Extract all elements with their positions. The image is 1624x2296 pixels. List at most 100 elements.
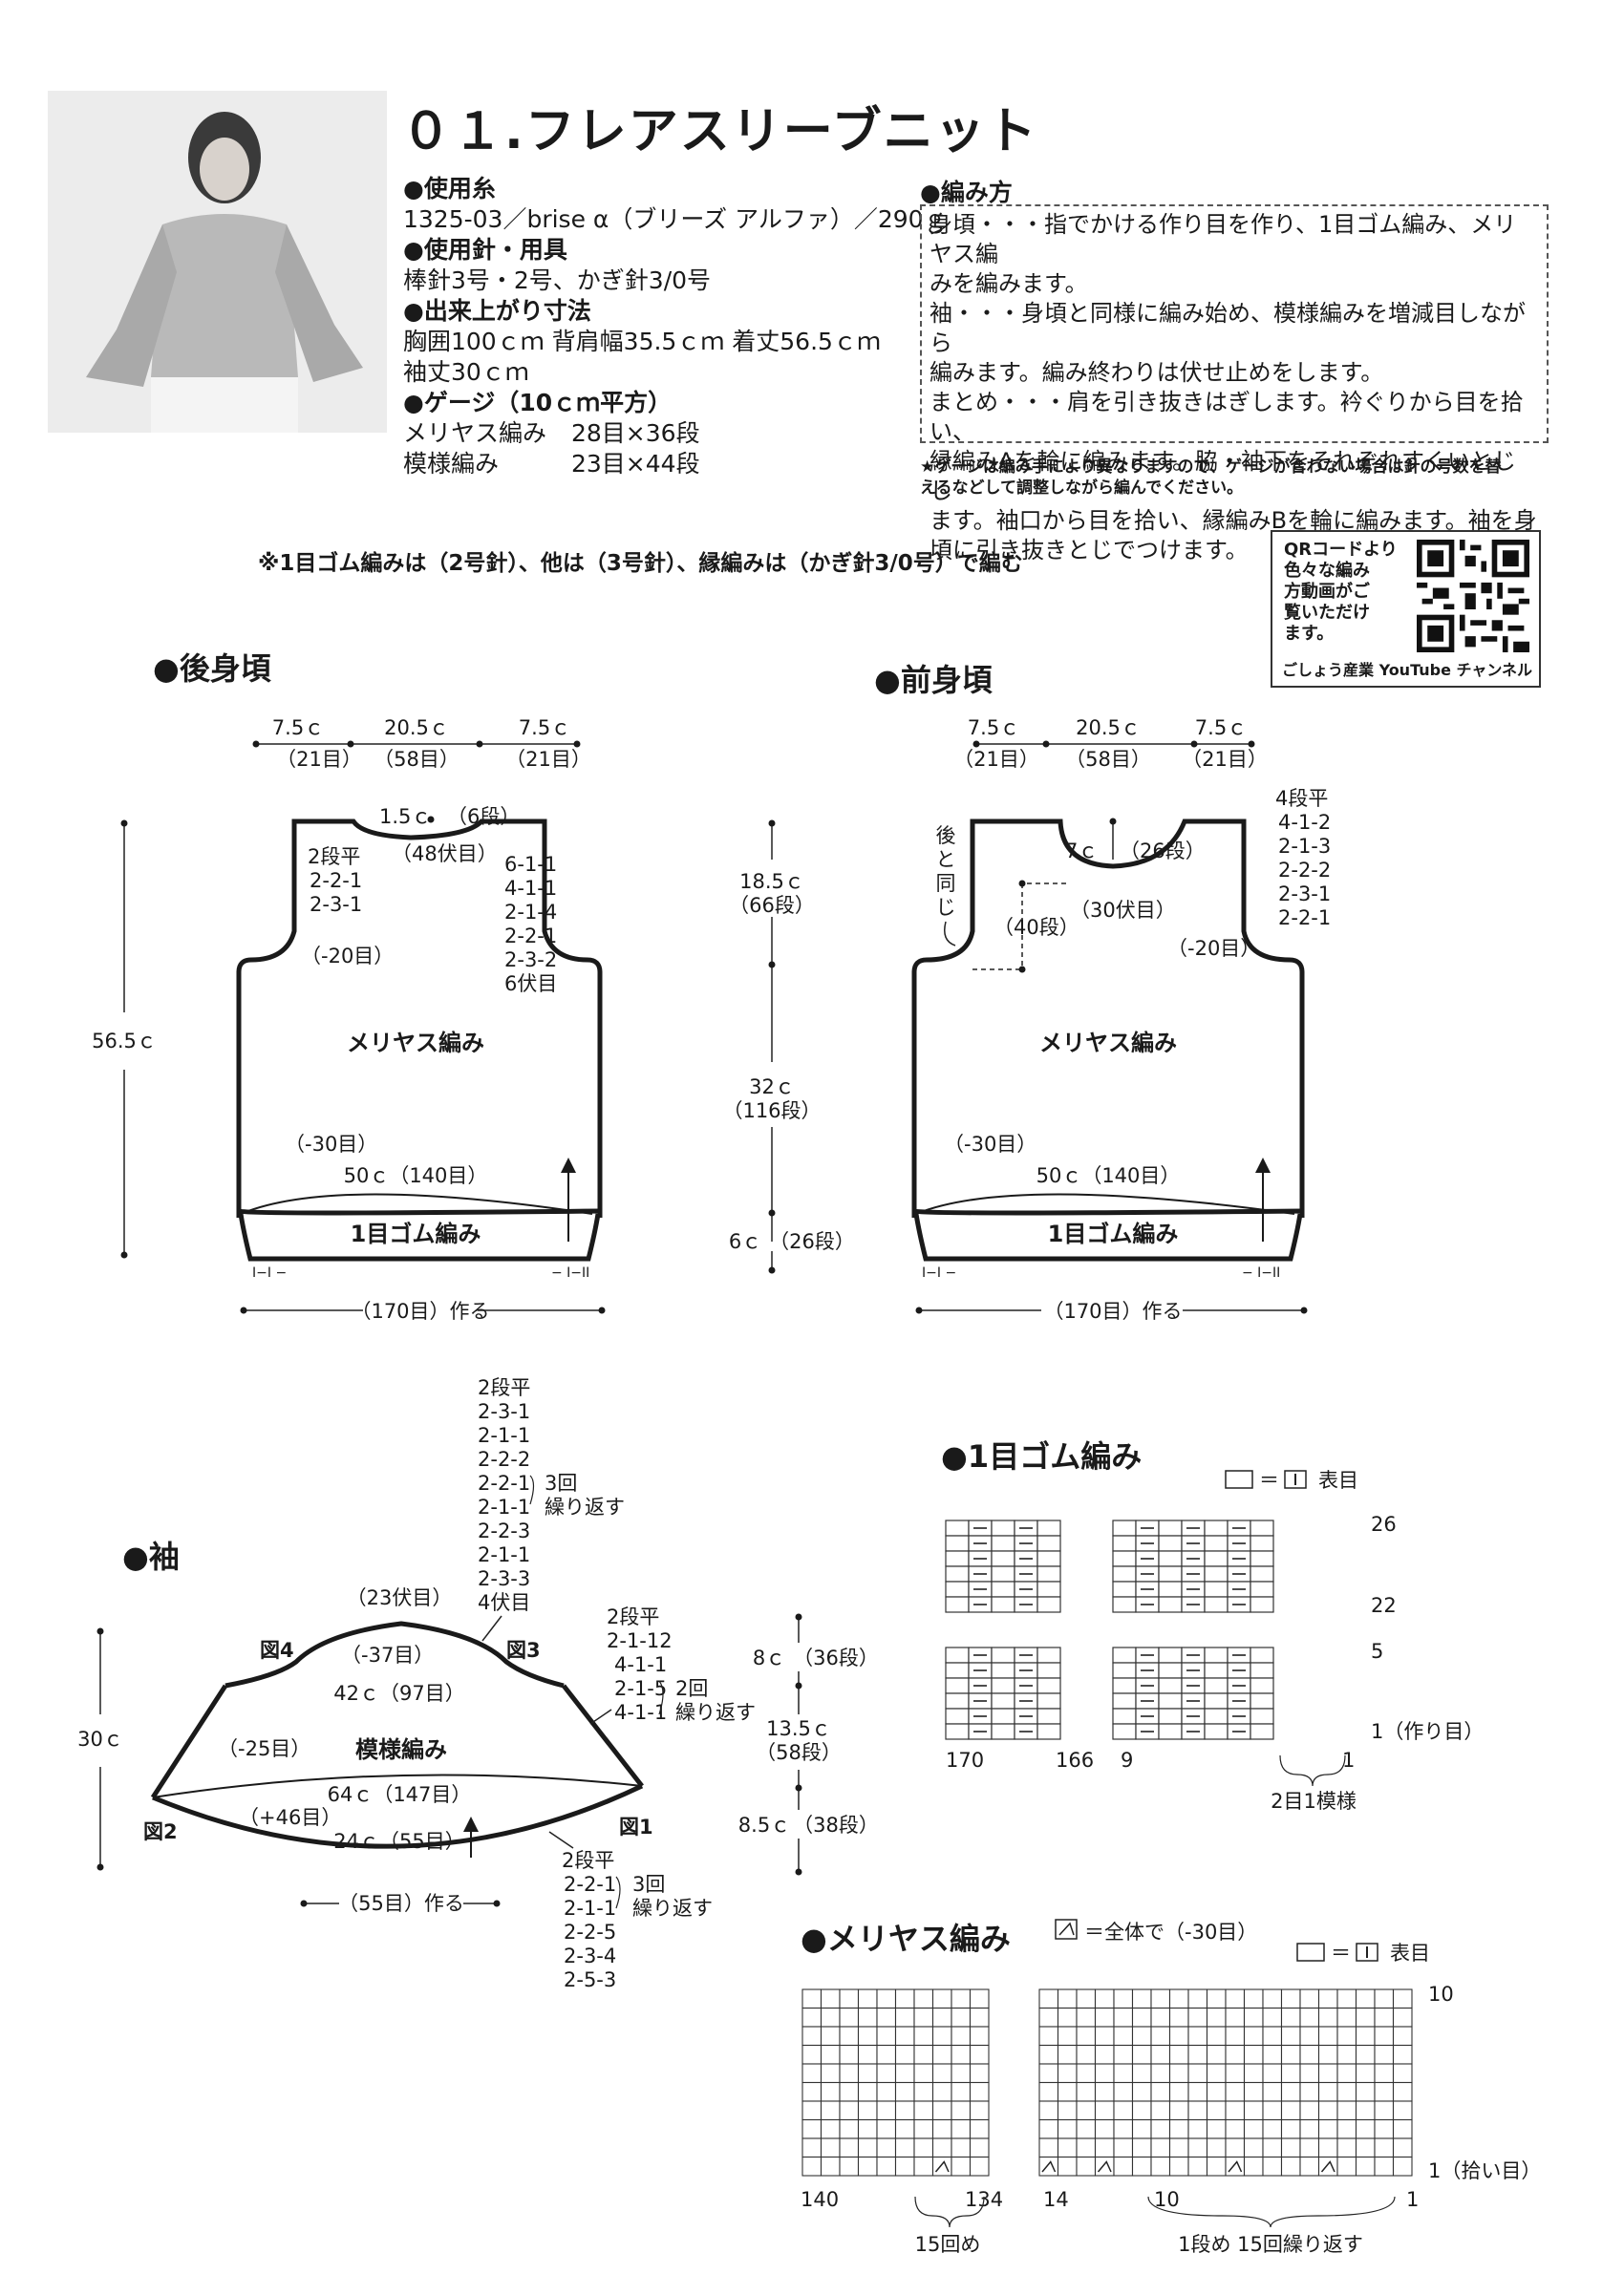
st-cell — [1187, 2081, 1208, 2102]
back-right-dec: 2-2-1 — [504, 925, 557, 947]
needle-value: 棒針3号・2号、かぎ針3/0号 — [403, 266, 712, 294]
st-col-14: 14 — [1043, 2188, 1069, 2211]
st-cell — [1187, 2026, 1208, 2047]
st-cell — [1076, 2100, 1097, 2121]
st-cell — [969, 2156, 990, 2177]
st-cell — [1094, 2137, 1115, 2158]
st-cell — [1355, 2081, 1376, 2102]
back-left-dec: 2段平 — [308, 845, 360, 868]
st-cell — [894, 2100, 915, 2121]
st-cell — [913, 2100, 934, 2121]
st-cell — [1336, 2044, 1357, 2065]
st-cell — [1317, 2044, 1338, 2065]
st-cell — [820, 2044, 841, 2065]
sleeve-cap-dec: 2段平 — [478, 1376, 530, 1399]
st-cell — [857, 2081, 878, 2102]
st-cell — [857, 2063, 878, 2084]
st-cell — [1094, 2156, 1115, 2177]
st-cell — [1299, 2100, 1320, 2121]
sleeve-bottom-dec: 2段平 — [562, 1849, 614, 1872]
front-top-right-st: （21目） — [1182, 748, 1268, 771]
st-cell — [1168, 2118, 1189, 2139]
decrease-symbol-icon — [1228, 2160, 1243, 2173]
st-cell — [1076, 2118, 1097, 2139]
st-cell — [1317, 2156, 1338, 2177]
front-width: 50ｃ（140目） — [1036, 1164, 1181, 1187]
st-cell — [1038, 2007, 1059, 2028]
st-cell — [1317, 2007, 1338, 2028]
st-cell — [1262, 2007, 1283, 2028]
st-cell — [1168, 2081, 1189, 2102]
st-cell — [931, 2026, 952, 2047]
st-cell — [1094, 1988, 1115, 2009]
front-top-mid-st: （58目） — [1065, 748, 1151, 771]
st-cell — [1262, 2118, 1283, 2139]
st-cell — [1374, 2007, 1395, 2028]
rib-cell — [1250, 1708, 1274, 1725]
st-cell — [1355, 2063, 1376, 2084]
st-cell — [839, 2007, 860, 2028]
st-cell — [801, 2044, 823, 2065]
front-rib-label: 1目ゴム編み — [1048, 1221, 1179, 1247]
qr-code-icon[interactable] — [1417, 540, 1529, 652]
st-cell — [1392, 2007, 1413, 2028]
st-cell — [1131, 2026, 1152, 2047]
st-cell — [1280, 2026, 1301, 2047]
st-cell — [1206, 2026, 1227, 2047]
st-cell — [1206, 2156, 1227, 2177]
st-cell — [969, 2137, 990, 2158]
st-cell — [969, 2044, 990, 2065]
st-cell — [801, 2118, 823, 2139]
st-cell — [1187, 2156, 1208, 2177]
st-cell — [1150, 2026, 1171, 2047]
decrease-symbol-icon — [934, 2160, 950, 2173]
st-cell — [1374, 2156, 1395, 2177]
st-cell — [1317, 1988, 1338, 2009]
st-cell — [1317, 2118, 1338, 2139]
rib-cell — [1036, 1596, 1061, 1613]
front-cast-on: （170目）作る — [1043, 1300, 1182, 1323]
st-cell — [1243, 1988, 1264, 2009]
st-cell — [1317, 2081, 1338, 2102]
st-cell — [951, 2100, 972, 2121]
st-cell — [894, 2118, 915, 2139]
st-cell — [1225, 2100, 1246, 2121]
st-cell — [1225, 1988, 1246, 2009]
rib-repeat: 2目1模様 — [1271, 1790, 1357, 1813]
decrease-symbol-icon — [1055, 1919, 1078, 1940]
yarn-value: 1325-03／brise α（ブリーズ アルファ）／290ｇ — [403, 205, 948, 233]
sleeve-cap-dec: 2-3-3 — [478, 1567, 530, 1590]
st-cell — [969, 2007, 990, 2028]
st-cell — [913, 2063, 934, 2084]
rib-cell — [1036, 1581, 1061, 1598]
st-cell — [1392, 2063, 1413, 2084]
st-cell — [1392, 2081, 1413, 2102]
st-cell — [1057, 2137, 1078, 2158]
st-cell — [951, 2081, 972, 2102]
st-cell — [1057, 2063, 1078, 2084]
st-cell — [1225, 2026, 1246, 2047]
gauge-2-name: 模様編み — [403, 450, 500, 478]
st-cell — [1038, 2137, 1059, 2158]
st-cell — [951, 2007, 972, 2028]
rib-cell — [1112, 1677, 1137, 1694]
st-cell — [1150, 1988, 1171, 2009]
back-armhole-dec: （-20目） — [301, 945, 394, 967]
st-cell — [1131, 2081, 1152, 2102]
st-cell — [1336, 2007, 1357, 2028]
st-cell — [1392, 2100, 1413, 2121]
st-cell — [931, 1988, 952, 2009]
sleeve-cast-on: （55目）作る — [338, 1892, 464, 1915]
rib-cell — [1036, 1647, 1061, 1664]
sleeve-right-dec: 4-1-1 — [614, 1653, 667, 1676]
st-cell — [1336, 1988, 1357, 2009]
rib-cell — [1204, 1708, 1229, 1725]
st-cell — [820, 2100, 841, 2121]
st-cell — [1168, 2063, 1189, 2084]
qr-box: QRコードより 色々な編み 方動画がご 覧いただけ ます。 ごしょう産業 You… — [1271, 530, 1541, 688]
st-cell — [1150, 2007, 1171, 2028]
st-cell — [1374, 2081, 1395, 2102]
rib-cell — [1036, 1692, 1061, 1710]
st-cell — [801, 2007, 823, 2028]
back-top-mid: 20.5ｃ — [384, 716, 449, 739]
